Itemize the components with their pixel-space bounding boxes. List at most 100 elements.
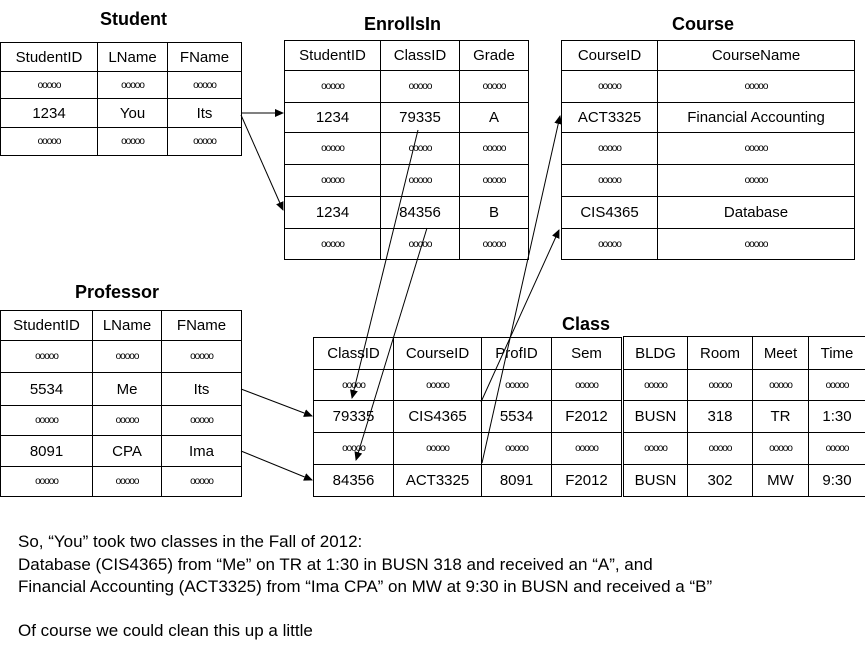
class_b-cell-r1-c2: ooooo — [687, 369, 753, 401]
summary-line-4: Of course we could clean this up a littl… — [18, 621, 313, 640]
class_a-cell-r2-c3: 5534 — [481, 400, 552, 433]
enrollsin-table-title: EnrollsIn — [364, 14, 442, 34]
student-cell-r1-c1: ooooo — [0, 71, 98, 99]
enrollsin-cell-r2-c1: 1234 — [284, 102, 381, 133]
class_b-cell-r2-c3: TR — [752, 400, 809, 433]
class_a-cell-r4-c2: ACT3325 — [393, 464, 482, 497]
class_a-header-classid: ClassID — [313, 337, 394, 370]
summary-line-3: Financial Accounting (ACT3325) from “Ima… — [18, 577, 713, 596]
course-cell-r3-c2: ooooo — [657, 132, 855, 165]
enrollsin-cell-r5-c3: B — [459, 196, 529, 229]
class_b-header-room: Room — [687, 336, 753, 370]
professor-cell-r1-c1: ooooo — [0, 340, 93, 373]
professor-cell-r3-c3: ooooo — [161, 405, 242, 436]
professor-cell-r2-c1: 5534 — [0, 372, 93, 406]
professor-table-title: Professor — [75, 282, 160, 302]
professor-header-lname: LName — [92, 310, 162, 341]
class-table-title: Class — [562, 314, 611, 334]
class_a-cell-r3-c2: ooooo — [393, 432, 482, 465]
professor-cell-r4-c1: 8091 — [0, 435, 93, 467]
professor-cell-r5-c2: ooooo — [92, 466, 162, 497]
student-cell-r2-c2: You — [97, 98, 168, 128]
professor-cell-r1-c2: ooooo — [92, 340, 162, 373]
class_a-cell-r1-c3: ooooo — [481, 369, 552, 401]
class_a-cell-r1-c4: ooooo — [551, 369, 622, 401]
class_a-cell-r2-c2: CIS4365 — [393, 400, 482, 433]
enrollsin-cell-r3-c2: ooooo — [380, 132, 460, 165]
class_a-cell-r4-c4: F2012 — [551, 464, 622, 497]
arrow-student-to-enroll-b — [240, 114, 284, 211]
enrollsin-cell-r3-c3: ooooo — [459, 132, 529, 165]
enrollsin-cell-r4-c2: ooooo — [380, 164, 460, 197]
course-cell-r5-c1: CIS4365 — [561, 196, 658, 229]
class_a-header-profid: ProfID — [481, 337, 552, 370]
class_b-cell-r1-c4: ooooo — [808, 369, 865, 401]
class_b-header-meet: Meet — [752, 336, 809, 370]
course-cell-r1-c1: ooooo — [561, 70, 658, 103]
class_a-cell-r3-c3: ooooo — [481, 432, 552, 465]
enrollsin-cell-r2-c3: A — [459, 102, 529, 133]
course-cell-r6-c1: ooooo — [561, 228, 658, 260]
student-header-fname: FName — [167, 42, 242, 72]
class_b-cell-r4-c4: 9:30 — [808, 464, 865, 497]
enrollsin-cell-r2-c2: 79335 — [380, 102, 460, 133]
class_a-cell-r2-c1: 79335 — [313, 400, 394, 433]
summary-line-1: So, “You” took two classes in the Fall o… — [18, 532, 363, 551]
student-cell-r2-c1: 1234 — [0, 98, 98, 128]
summary-line-2: Database (CIS4365) from “Me” on TR at 1:… — [18, 555, 653, 574]
enrollsin-cell-r4-c3: ooooo — [459, 164, 529, 197]
enrollsin-cell-r6-c3: ooooo — [459, 228, 529, 260]
class_b-cell-r3-c1: ooooo — [623, 432, 688, 465]
class_b-header-time: Time — [808, 336, 865, 370]
course-cell-r2-c1: ACT3325 — [561, 102, 658, 133]
student-cell-r1-c2: ooooo — [97, 71, 168, 99]
class_b-cell-r3-c3: ooooo — [752, 432, 809, 465]
professor-cell-r4-c2: CPA — [92, 435, 162, 467]
professor-cell-r1-c3: ooooo — [161, 340, 242, 373]
class_b-cell-r1-c3: ooooo — [752, 369, 809, 401]
student-table-title: Student — [100, 9, 167, 29]
class_a-cell-r1-c1: ooooo — [313, 369, 394, 401]
class_a-cell-r4-c3: 8091 — [481, 464, 552, 497]
course-cell-r1-c2: ooooo — [657, 70, 855, 103]
class_b-cell-r2-c1: BUSN — [623, 400, 688, 433]
enrollsin-cell-r6-c1: ooooo — [284, 228, 381, 260]
class_a-cell-r3-c1: ooooo — [313, 432, 394, 465]
course-cell-r4-c1: ooooo — [561, 164, 658, 197]
student-cell-r3-c3: ooooo — [167, 127, 242, 156]
class_b-cell-r2-c4: 1:30 — [808, 400, 865, 433]
class_b-cell-r1-c1: ooooo — [623, 369, 688, 401]
enrollsin-cell-r1-c3: ooooo — [459, 70, 529, 103]
class_b-cell-r3-c4: ooooo — [808, 432, 865, 465]
student-cell-r3-c1: ooooo — [0, 127, 98, 156]
enrollsin-header-classid: ClassID — [380, 40, 460, 71]
course-cell-r4-c2: ooooo — [657, 164, 855, 197]
professor-header-fname: FName — [161, 310, 242, 341]
enrollsin-cell-r4-c1: ooooo — [284, 164, 381, 197]
course-table-title: Course — [672, 14, 735, 34]
course-cell-r2-c2: Financial Accounting — [657, 102, 855, 133]
enrollsin-header-grade: Grade — [459, 40, 529, 71]
enrollsin-cell-r5-c2: 84356 — [380, 196, 460, 229]
enrollsin-cell-r1-c1: ooooo — [284, 70, 381, 103]
professor-cell-r3-c2: ooooo — [92, 405, 162, 436]
professor-cell-r3-c1: ooooo — [0, 405, 93, 436]
student-cell-r2-c3: Its — [167, 98, 242, 128]
class_b-cell-r4-c3: MW — [752, 464, 809, 497]
class_b-cell-r4-c2: 302 — [687, 464, 753, 497]
enrollsin-cell-r1-c2: ooooo — [380, 70, 460, 103]
class_a-header-sem: Sem — [551, 337, 622, 370]
class_a-cell-r2-c4: F2012 — [551, 400, 622, 433]
class_b-header-bldg: BLDG — [623, 336, 688, 370]
course-header-coursename: CourseName — [657, 40, 855, 71]
student-cell-r3-c2: ooooo — [97, 127, 168, 156]
professor-cell-r2-c3: Its — [161, 372, 242, 406]
enrollsin-cell-r6-c2: ooooo — [380, 228, 460, 260]
course-cell-r3-c1: ooooo — [561, 132, 658, 165]
class_a-cell-r1-c2: ooooo — [393, 369, 482, 401]
student-header-studentid: StudentID — [0, 42, 98, 72]
course-cell-r6-c2: ooooo — [657, 228, 855, 260]
course-header-courseid: CourseID — [561, 40, 658, 71]
class_b-cell-r2-c2: 318 — [687, 400, 753, 433]
enrollsin-cell-r3-c1: ooooo — [284, 132, 381, 165]
